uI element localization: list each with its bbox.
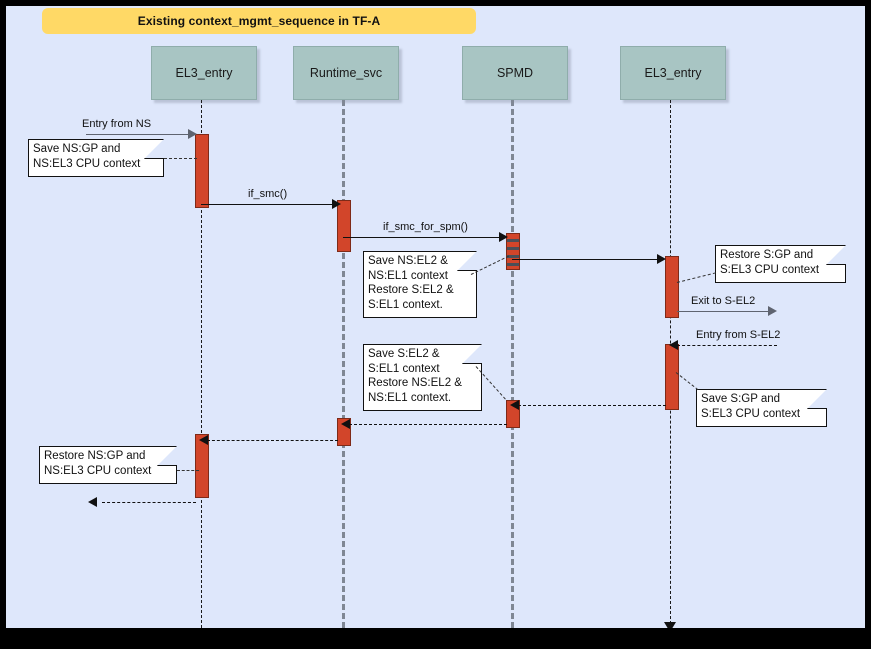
lifeline-label: SPMD — [496, 66, 534, 80]
lifeline-label: Runtime_svc — [309, 66, 383, 80]
note-restore-ns-gp: Restore NS:GP and NS:EL3 CPU context — [39, 446, 177, 484]
lifeline-header-runtime-svc[interactable]: Runtime_svc — [293, 46, 399, 100]
note-save-s-gp: Save S:GP and S:EL3 CPU context — [696, 389, 827, 427]
page-title: Existing context_mgmt_sequence in TF-A — [137, 14, 381, 28]
activation-el3-entry-s-1 — [665, 256, 679, 318]
note-connector-3 — [676, 272, 716, 283]
message-el3-exit-return-arrowhead-icon — [88, 497, 97, 507]
activation-spmd-1 — [506, 233, 520, 270]
lifeline-runtime-svc — [342, 100, 345, 628]
note-connector-6 — [177, 470, 199, 471]
lifeline-spmd — [511, 100, 514, 628]
note-save-s-el2: Save S:EL2 & S:EL1 context Restore NS:EL… — [363, 344, 482, 411]
message-entry-from-s-el2-line — [677, 345, 777, 346]
message-exit-to-s-el2-line — [677, 311, 771, 312]
activation-runtime-svc-1 — [337, 200, 351, 252]
message-el3-to-spmd-return-line — [518, 405, 666, 406]
activation-el3-entry-s-2 — [665, 344, 679, 410]
lifeline-label: EL3_entry — [644, 66, 702, 80]
note-save-ns-el2: Save NS:EL2 & NS:EL1 context Restore S:E… — [363, 251, 477, 318]
lifeline-header-el3-entry-ns[interactable]: EL3_entry — [151, 46, 257, 100]
message-entry-from-ns-arrowhead-icon — [188, 129, 197, 139]
message-if-smc-for-spm-line — [343, 237, 501, 238]
message-label-entry-from-s-el2: Entry from S-EL2 — [694, 329, 783, 341]
message-el3-to-spmd-return-arrowhead-icon — [510, 400, 519, 410]
message-spmd-to-runtime-return-line — [349, 424, 507, 425]
message-exit-to-s-el2-arrowhead-icon — [768, 306, 777, 316]
message-if-smc-for-spm-arrowhead-icon — [499, 232, 508, 242]
message-spmd-to-el3-arrowhead-icon — [657, 254, 666, 264]
message-entry-from-ns-line — [86, 134, 190, 135]
lifeline-header-spmd[interactable]: SPMD — [462, 46, 568, 100]
message-label-entry-from-ns: Entry from NS — [80, 118, 154, 130]
message-runtime-to-el3-return-arrowhead-icon — [199, 435, 208, 445]
note-restore-s-gp: Restore S:GP and S:EL3 CPU context — [715, 245, 846, 283]
lifeline-header-el3-entry-s[interactable]: EL3_entry — [620, 46, 726, 100]
message-entry-from-s-el2-arrowhead-icon — [669, 340, 678, 350]
message-runtime-to-el3-return-line — [207, 440, 338, 441]
lifeline-el3-entry-ns — [201, 100, 202, 628]
lifeline-end-arrow-icon — [664, 622, 676, 628]
diagram-title-banner: Existing context_mgmt_sequence in TF-A — [42, 8, 476, 34]
activation-el3-entry-ns-2 — [195, 434, 209, 498]
message-if-smc-line — [201, 204, 338, 205]
message-label-exit-to-s-el2: Exit to S-EL2 — [689, 295, 758, 307]
message-el3-exit-return-line — [102, 502, 196, 503]
message-spmd-to-runtime-return-arrowhead-icon — [341, 419, 350, 429]
message-label-if-smc: if_smc() — [246, 188, 290, 200]
diagram-canvas: Existing context_mgmt_sequence in TF-A E… — [6, 6, 865, 628]
note-save-ns-gp: Save NS:GP and NS:EL3 CPU context — [28, 139, 164, 177]
message-spmd-to-el3-line — [512, 259, 659, 260]
activation-el3-entry-ns-1 — [195, 134, 209, 208]
note-connector-1 — [164, 158, 197, 159]
note-connector-4 — [675, 372, 699, 391]
lifeline-label: EL3_entry — [175, 66, 233, 80]
message-label-if-smc-for-spm: if_smc_for_spm() — [381, 221, 470, 233]
message-if-smc-arrowhead-icon — [332, 199, 341, 209]
